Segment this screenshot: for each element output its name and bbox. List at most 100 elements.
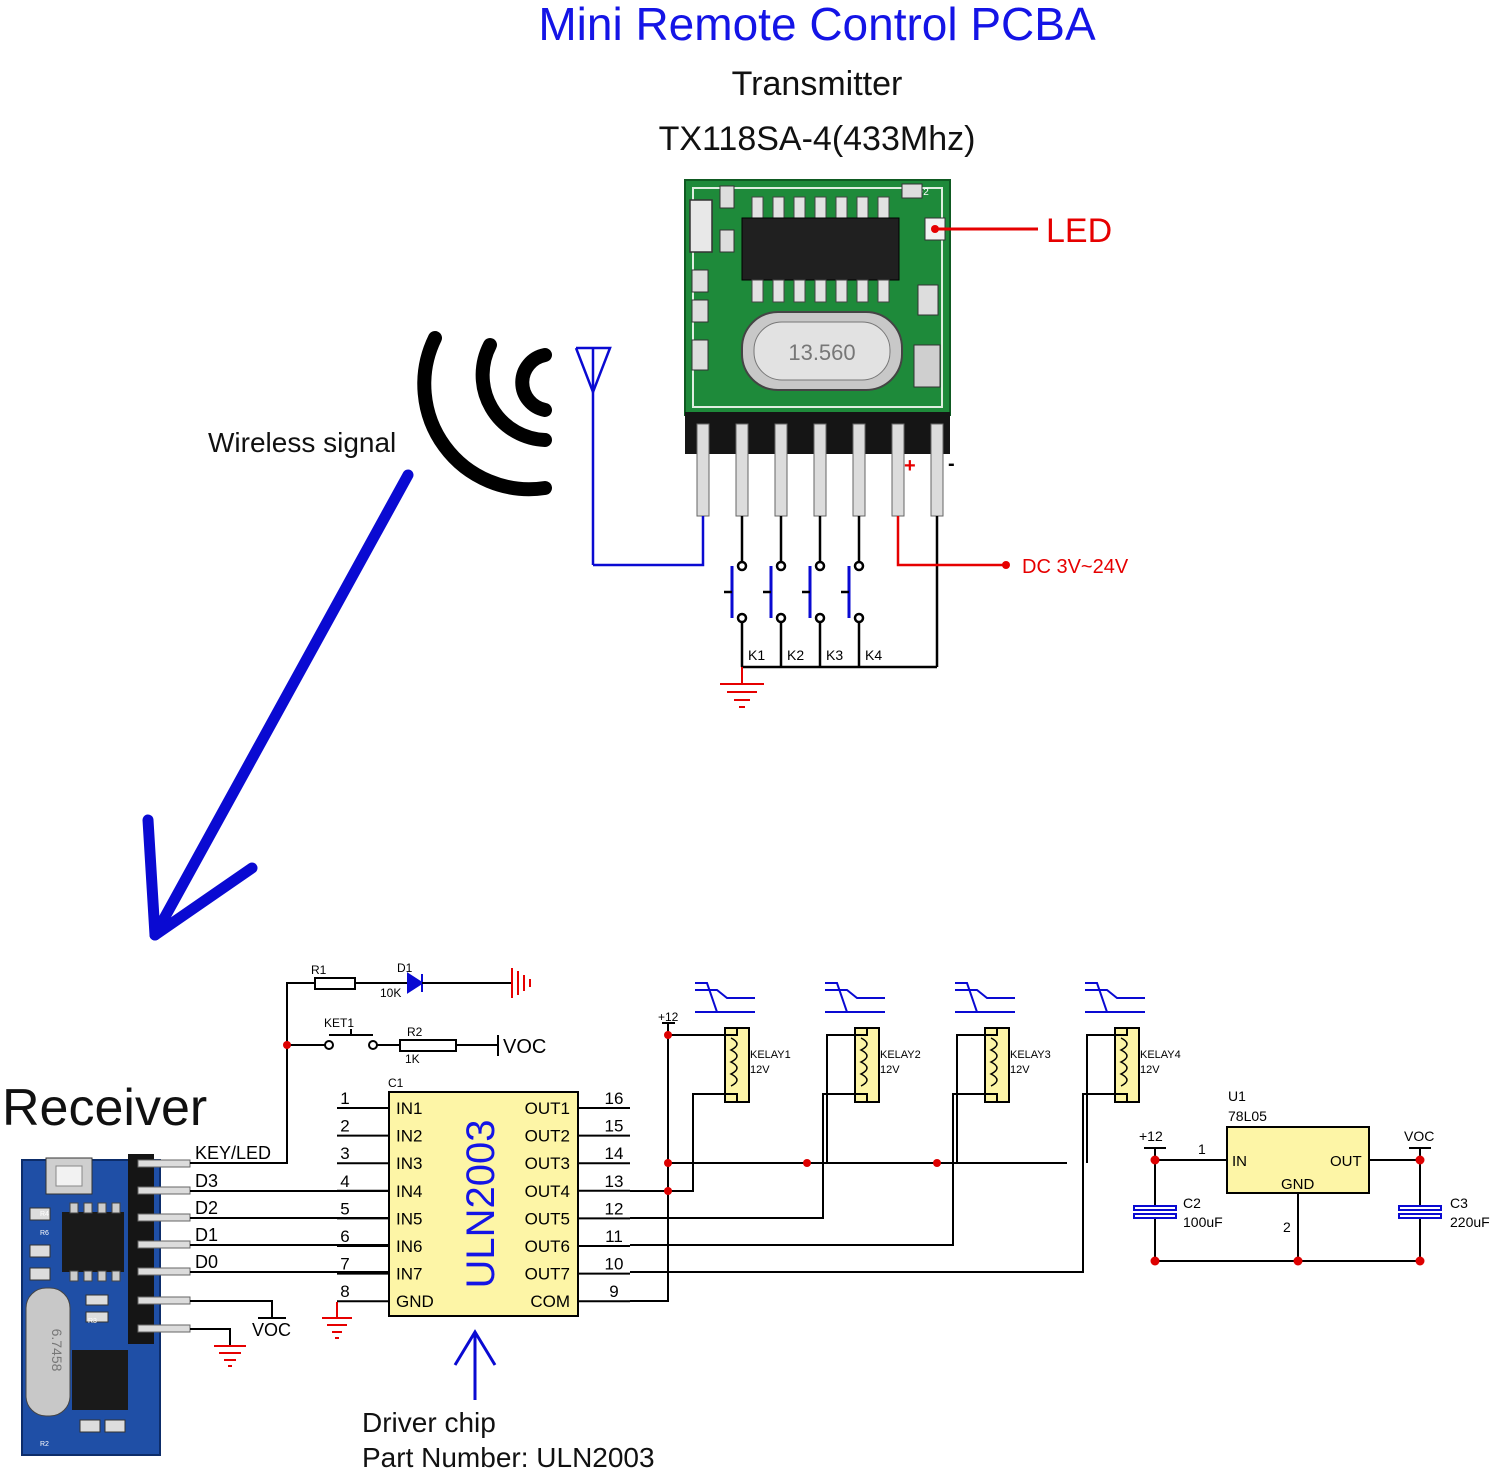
ic-right-pin-name: OUT4 — [525, 1182, 570, 1201]
relay-coil-winding — [859, 1037, 868, 1087]
relay-contact-switch — [695, 982, 719, 1013]
relay-coil — [854, 1027, 880, 1103]
key-switches — [724, 516, 939, 669]
relay-supply-label: +12 — [658, 1010, 679, 1024]
r1-value: 10K — [380, 986, 401, 1000]
transmitter-ground-icon — [720, 667, 764, 708]
c2-value: 100uF — [1183, 1214, 1223, 1230]
regulator-wiring — [1144, 1147, 1431, 1262]
c3-ref: C3 — [1450, 1195, 1468, 1211]
relay-contact-nc — [1085, 989, 1145, 999]
ic-left-pin-name: IN4 — [396, 1182, 422, 1201]
led-label: LED — [1046, 212, 1112, 250]
relay-voltage: 12V — [1010, 1064, 1030, 1076]
key-k4: K4 — [865, 647, 882, 663]
ic-right-pin-name: OUT3 — [525, 1154, 570, 1173]
c3-capacitor — [1398, 1205, 1442, 1219]
power-wire — [896, 516, 1005, 567]
ic-left-pin-number: 6 — [340, 1227, 349, 1246]
relay-contact-switch — [1085, 982, 1109, 1013]
ic-right-pin-number: 16 — [605, 1089, 624, 1108]
key-k2: K2 — [787, 647, 804, 663]
driver-chip-caption: Driver chip — [362, 1407, 496, 1438]
ic-ground-icon — [322, 1302, 352, 1339]
relay-coil — [1114, 1027, 1140, 1103]
receiver-module: 6.7458 R4 R6 R3 R2 — [21, 1154, 191, 1456]
relay-voltage: 12V — [880, 1064, 900, 1076]
chip-legs-top — [751, 196, 890, 220]
relay-output-wire — [630, 1093, 868, 1219]
minus-sign: - — [948, 453, 955, 475]
pin-d3: D3 — [195, 1171, 218, 1191]
relay-output-wire — [630, 1093, 1128, 1273]
uln2003-ic — [388, 1091, 579, 1317]
plus-sign: + — [904, 455, 916, 477]
ic-right-pin-number: 14 — [605, 1144, 624, 1163]
ic-left-pin-number: 5 — [340, 1199, 349, 1218]
ic-right-pin-number: 13 — [605, 1172, 624, 1191]
junction-dot — [803, 1159, 811, 1167]
relay-output-wire — [630, 1093, 738, 1192]
pin-d0: D0 — [195, 1252, 218, 1272]
relay-coil-winding — [989, 1037, 998, 1087]
pin-key-led: KEY/LED — [195, 1143, 271, 1163]
receiver-silk-r6: R6 — [40, 1230, 49, 1237]
transmitter-model: TX118SA-4(433Mhz) — [659, 120, 976, 158]
ic-left-pin-number: 2 — [340, 1117, 349, 1136]
crystal-marking: 13.560 — [788, 340, 855, 365]
relay-name: KELAY4 — [1140, 1049, 1181, 1061]
com-return-wire — [630, 1035, 669, 1302]
driver-chip-arrow — [453, 1329, 497, 1400]
transmitter-heading: Transmitter — [732, 65, 903, 103]
receiver-silk-r3: R3 — [88, 1318, 97, 1325]
c3-value: 220uF — [1450, 1214, 1490, 1230]
r2-value: 1K — [405, 1052, 420, 1066]
ic-left-pin-number: 3 — [340, 1144, 349, 1163]
relay-contact-nc — [825, 989, 885, 999]
transmitter-module: D2 13.560 + - — [684, 179, 955, 517]
wireless-waves-icon — [417, 331, 552, 497]
relay-coil-winding — [729, 1037, 738, 1087]
ic-right-pin-name: OUT5 — [525, 1209, 570, 1228]
regulator-part: 78L05 — [1228, 1108, 1267, 1124]
power-label: DC 3V~24V — [1022, 556, 1129, 578]
relay-coil-top-wire — [956, 1028, 998, 1163]
ic-right-pin-name: COM — [530, 1292, 570, 1311]
relay-coil — [724, 1027, 750, 1103]
relay-contact-nc — [695, 989, 755, 999]
page-title: Mini Remote Control PCBA — [538, 0, 1096, 50]
led-circuit-voc-label: VOC — [503, 1036, 546, 1058]
junction-dot — [664, 1159, 672, 1167]
relay-name: KELAY1 — [750, 1049, 791, 1061]
d1-label: D1 — [397, 961, 413, 975]
receiver-label: Receiver — [2, 1079, 207, 1137]
receiver-silk-r2: R2 — [40, 1441, 49, 1448]
relay-name: KELAY3 — [1010, 1049, 1051, 1061]
ic-right-pin-number: 15 — [605, 1117, 624, 1136]
key-k3: K3 — [826, 647, 843, 663]
relay-voltage: 12V — [750, 1064, 770, 1076]
relay-contact-switch — [825, 982, 849, 1013]
ic-right-pin-name: OUT7 — [525, 1265, 570, 1284]
regulator-pin-out: OUT — [1330, 1153, 1362, 1170]
ket1-label: KET1 — [324, 1016, 354, 1030]
wireless-signal-label: Wireless signal — [208, 427, 396, 458]
led-circuit — [314, 972, 512, 1056]
ic-pins: 1IN12IN23IN34IN45IN56IN67IN78GND16OUT115… — [337, 1089, 630, 1311]
ic-name: ULN2003 — [459, 1119, 503, 1288]
regulator-ref: U1 — [1228, 1088, 1246, 1104]
junction-dot — [933, 1159, 941, 1167]
ic-left-pin-name: GND — [396, 1292, 434, 1311]
relay-coil-top-wire — [1086, 1028, 1128, 1163]
key-k1: K1 — [748, 647, 765, 663]
ic-right-pin-name: OUT6 — [525, 1237, 570, 1256]
antenna-symbol — [574, 346, 705, 567]
receiver-header — [128, 1154, 154, 1344]
relay-name: KELAY2 — [880, 1049, 921, 1061]
junction-dot — [664, 1187, 672, 1195]
c2-ref: C2 — [1183, 1195, 1201, 1211]
regulator-pin2: 2 — [1283, 1219, 1291, 1235]
ic-right-pin-name: OUT2 — [525, 1127, 570, 1146]
